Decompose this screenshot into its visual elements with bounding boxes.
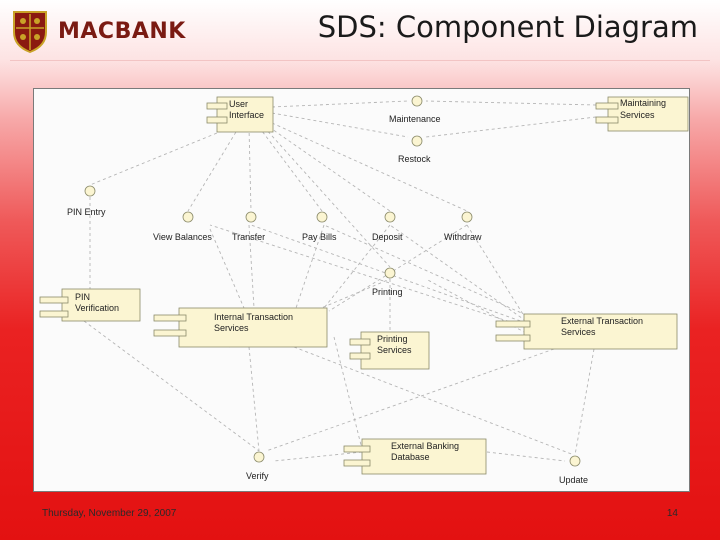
diagram-canvas: User Interface Maintaining Services PIN … [39, 95, 689, 485]
brand-name: MACBANK [58, 19, 186, 44]
dep-db-update [486, 451, 566, 462]
component-label: Printing [377, 334, 408, 344]
header-divider [10, 60, 710, 61]
component-pin-verification: PIN Verification [39, 288, 141, 322]
interface-deposit-icon [384, 211, 396, 223]
component-external-transaction-services: External Transaction Services [495, 313, 678, 350]
dep-ui-maintenance [271, 100, 409, 108]
component-label: Database [391, 452, 430, 462]
dep-ms-restock [425, 116, 597, 138]
interface-label: Maintenance [389, 114, 441, 124]
interface-withdraw-icon [461, 211, 473, 223]
dep-ui-restock [271, 112, 409, 138]
interface-pin-entry-icon [84, 185, 96, 197]
interface-restock-icon [411, 135, 423, 147]
component-maintaining-services: Maintaining Services [595, 96, 689, 132]
interface-label: View Balances [153, 232, 212, 242]
dep-ui-printing [263, 126, 391, 268]
interface-label: Pay Bills [302, 232, 337, 242]
dep-pin-verify [83, 320, 260, 452]
dep-ets-update [574, 348, 595, 456]
dep-ets-verify [265, 348, 555, 452]
interface-label: Update [559, 475, 588, 485]
slide-number: 14 [666, 508, 678, 519]
dep-its-view [209, 228, 245, 309]
component-internal-transaction-services: Internal Transaction Services [153, 307, 328, 348]
interface-label: Transfer [232, 232, 265, 242]
crest-icon [13, 11, 47, 54]
component-label: User [229, 99, 248, 109]
component-label: Maintaining [620, 98, 666, 108]
component-external-banking-database: External Banking Database [343, 438, 487, 475]
component-label: Verification [75, 303, 119, 313]
dep-its-printing [228, 278, 391, 348]
component-label: Internal Transaction [214, 312, 293, 322]
macbank-logo: MACBANK [10, 8, 190, 54]
interface-view-balances-icon [182, 211, 194, 223]
interface-label: Withdraw [444, 232, 482, 242]
interface-printing-icon [384, 267, 396, 279]
dep-ms-maintenance [425, 100, 597, 106]
component-label: Services [561, 327, 596, 337]
slide-title: SDS: Component Diagram [317, 10, 698, 44]
dep-ets-withdraw [466, 224, 527, 320]
component-label: Services [214, 323, 249, 333]
component-label: Interface [229, 110, 264, 120]
dep-ets-view [209, 224, 527, 328]
dep-ui-viewbalances [187, 126, 240, 212]
dep-its-verify [248, 346, 260, 452]
component-printing-services: Printing Services [349, 331, 430, 370]
dependency-lines [83, 100, 597, 462]
interface-circles [84, 95, 581, 467]
interface-verify-icon [253, 451, 265, 463]
component-label: PIN [75, 292, 90, 302]
dep-ps-db [333, 336, 363, 450]
dep-ui-transfer [248, 126, 252, 212]
interface-update-icon [569, 455, 581, 467]
dep-ets-pay [323, 224, 527, 316]
dep-its-pay [295, 224, 325, 309]
dep-ui-pinentry [89, 123, 240, 186]
dep-its-update [293, 346, 575, 456]
dep-db-verify [273, 451, 363, 462]
component-label: External Banking [391, 441, 459, 451]
interface-label: Restock [398, 154, 431, 164]
interface-pay-bills-icon [316, 211, 328, 223]
component-label: External Transaction [561, 316, 643, 326]
interface-label: Printing [372, 287, 403, 297]
component-diagram: User Interface Maintaining Services PIN … [33, 88, 690, 492]
dep-ui-paybills [258, 126, 323, 212]
dep-ets-deposit [389, 224, 527, 322]
interface-label: Verify [246, 471, 269, 481]
component-label: Services [377, 345, 412, 355]
interface-label: PIN Entry [67, 207, 106, 217]
dep-its-transfer [248, 224, 255, 309]
interface-label: Deposit [372, 232, 403, 242]
footer-date: Thursday, November 29, 2007 [42, 508, 177, 519]
interface-transfer-icon [245, 211, 257, 223]
interface-maintenance-icon [411, 95, 423, 107]
dep-ui-deposit [268, 126, 391, 212]
component-user-interface: User Interface [206, 96, 274, 133]
dep-ui-withdraw [271, 122, 468, 212]
component-label: Services [620, 110, 655, 120]
